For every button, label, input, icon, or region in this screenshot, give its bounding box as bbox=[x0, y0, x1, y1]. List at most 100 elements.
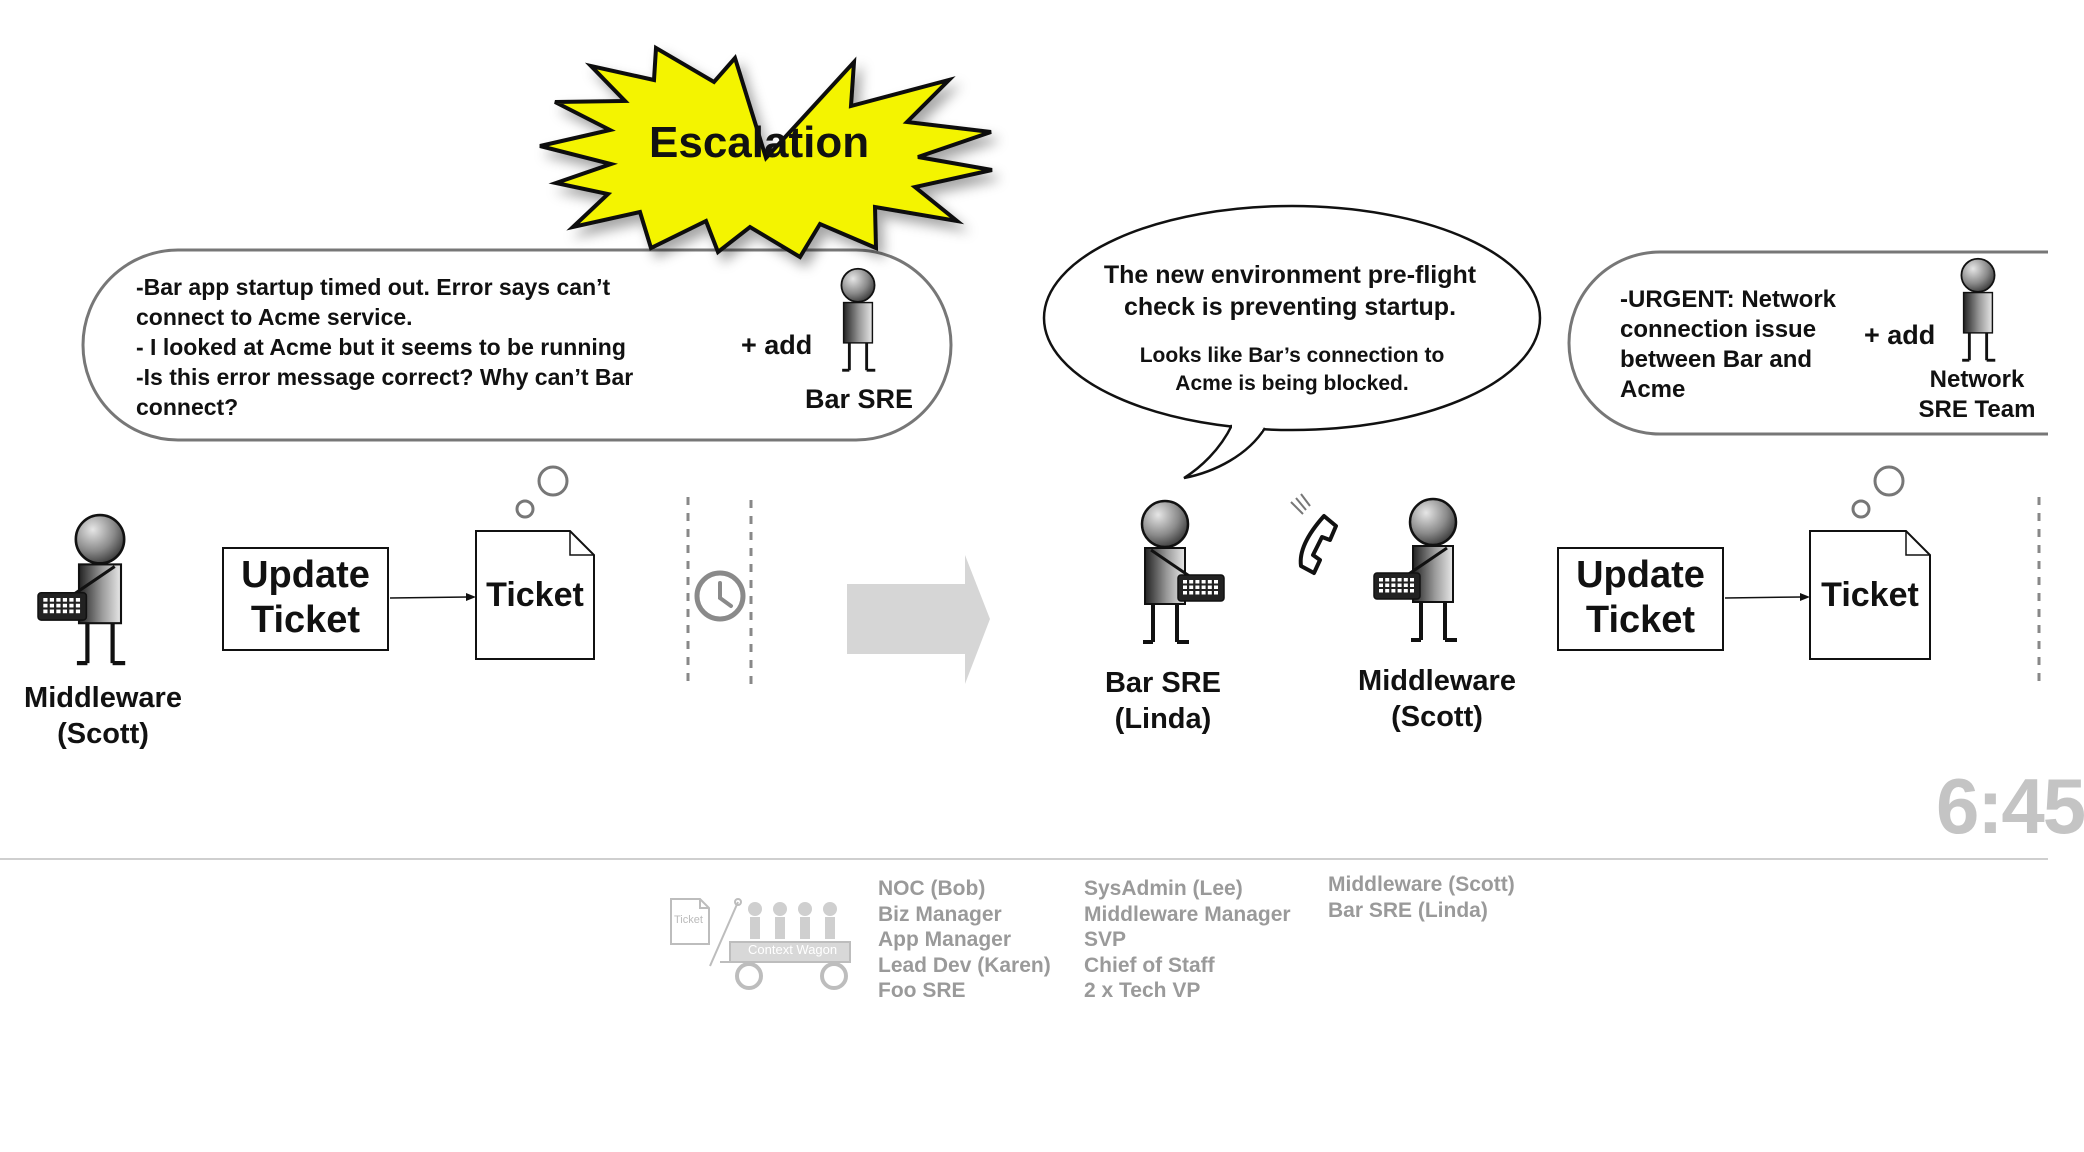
laptop-key bbox=[1403, 583, 1408, 587]
laptop-key bbox=[49, 603, 55, 608]
right-bubble-text: -URGENT: Network connection issue betwee… bbox=[1620, 285, 1836, 405]
head bbox=[1408, 497, 1458, 547]
laptop-key bbox=[1379, 583, 1383, 587]
person-figure-network-sre bbox=[1960, 257, 1996, 362]
laptop-key bbox=[1207, 580, 1212, 584]
bubble-line: Acme bbox=[1620, 376, 1686, 403]
laptop-key bbox=[56, 598, 61, 602]
laptop-key bbox=[1410, 578, 1414, 582]
team-line: SRE Team bbox=[1918, 396, 2036, 423]
laptop-key bbox=[1391, 583, 1396, 587]
laptop-key bbox=[1397, 583, 1402, 587]
roster-entry: Biz Manager bbox=[878, 902, 1002, 926]
flow-arrow bbox=[1724, 596, 1803, 599]
laptop-key bbox=[69, 609, 74, 614]
update-ticket-label: Update Ticket bbox=[1558, 553, 1723, 643]
laptop-key bbox=[62, 598, 68, 602]
laptop-key bbox=[1189, 591, 1194, 595]
update-ticket-box bbox=[1557, 547, 1724, 651]
laptop-key bbox=[75, 598, 81, 602]
added-person-label: Bar SRE bbox=[804, 384, 914, 414]
person-line: Bar SRE bbox=[1104, 667, 1222, 699]
roster-entry: 2 x Tech VP bbox=[1084, 979, 1201, 1002]
bubble-line: -Bar app startup timed out. Error says c… bbox=[136, 274, 611, 300]
head bbox=[1960, 257, 1996, 293]
thought-circle-large bbox=[537, 465, 569, 497]
laptop-key bbox=[1195, 591, 1200, 595]
ticket-document bbox=[475, 530, 595, 660]
laptop-key bbox=[62, 609, 68, 614]
roster-column-2: SysAdmin (Lee) Middleware Manager SVP Ch… bbox=[1084, 876, 1291, 1004]
roster-column-3: Middleware (Scott) Bar SRE (Linda) bbox=[1328, 872, 1515, 923]
roster-column-1: NOC (Bob) Biz Manager App Manager Lead D… bbox=[878, 876, 1051, 1004]
laptop-key bbox=[1214, 585, 1218, 589]
laptop-key bbox=[1403, 589, 1408, 593]
escalation-label: Escalation bbox=[649, 118, 870, 167]
bubble-line: -URGENT: Network bbox=[1620, 286, 1837, 313]
speech-headline: The new environment pre-flight check is … bbox=[1104, 259, 1476, 323]
bubble-line: connection issue bbox=[1620, 316, 1817, 343]
laptop-key bbox=[1189, 585, 1194, 589]
speech-bubble-tail bbox=[1183, 424, 1267, 480]
phone-icon bbox=[1290, 493, 1338, 575]
bubble-line: connect? bbox=[136, 394, 239, 420]
roster-entry: App Manager bbox=[878, 928, 1012, 951]
person-figure-middleware-scott bbox=[37, 513, 126, 666]
laptop-key bbox=[56, 603, 61, 608]
roster-entry: Bar SRE (Linda) bbox=[1328, 898, 1488, 922]
laptop-key bbox=[1189, 580, 1194, 584]
laptop-key bbox=[1410, 589, 1414, 593]
bubble-line: connect to Acme service. bbox=[136, 304, 413, 330]
add-label: + add bbox=[741, 330, 813, 360]
box-line: Update bbox=[1576, 554, 1705, 596]
update-ticket-label: Update Ticket bbox=[223, 553, 388, 643]
laptop-key bbox=[1379, 578, 1383, 582]
roster-entry: NOC (Bob) bbox=[878, 877, 986, 900]
laptop-key bbox=[1214, 591, 1218, 595]
thought-circle-small bbox=[1851, 499, 1871, 519]
laptop-key bbox=[1397, 589, 1402, 593]
person-line: (Scott) bbox=[57, 718, 149, 750]
flow-arrow bbox=[389, 596, 469, 599]
speech-bubble-shape bbox=[1042, 204, 1542, 432]
team-line: Network bbox=[1929, 366, 2025, 393]
laptop-key bbox=[1201, 591, 1206, 595]
laptop-key bbox=[1391, 578, 1396, 582]
speech-line: The new environment pre-flight bbox=[1103, 261, 1477, 289]
roster-entry: Chief of Staff bbox=[1084, 953, 1215, 977]
left-thought-bubble bbox=[81, 248, 953, 442]
update-ticket-box bbox=[222, 547, 389, 651]
speech-line: Acme is being blocked. bbox=[1175, 372, 1409, 395]
laptop-key bbox=[1183, 591, 1187, 595]
laptop-key bbox=[1410, 583, 1414, 587]
laptop-key bbox=[1385, 578, 1390, 582]
laptop-key bbox=[1397, 578, 1402, 582]
laptop-key bbox=[1214, 580, 1218, 584]
laptop-key bbox=[69, 598, 74, 602]
speech-line: check is preventing startup. bbox=[1123, 293, 1457, 321]
roster-entry: SVP bbox=[1084, 928, 1127, 951]
person-label: Middleware (Scott) bbox=[24, 680, 182, 752]
laptop-key bbox=[1391, 589, 1396, 593]
thought-circle-small bbox=[515, 499, 535, 519]
box-line: Ticket bbox=[250, 599, 361, 641]
laptop-key bbox=[1183, 585, 1187, 589]
roster-entry: Foo SRE bbox=[878, 979, 966, 1002]
escalation-starburst bbox=[539, 44, 993, 260]
box-line: Ticket bbox=[1585, 599, 1696, 641]
person-line: Middleware bbox=[1358, 665, 1516, 697]
laptop-key bbox=[49, 598, 55, 602]
person-figure-middleware-scott bbox=[1373, 497, 1458, 642]
laptop-key bbox=[43, 598, 48, 602]
roster-entry: SysAdmin (Lee) bbox=[1084, 877, 1243, 900]
laptop-key bbox=[1385, 583, 1390, 587]
laptop-key bbox=[1195, 580, 1200, 584]
laptop-key bbox=[1201, 585, 1206, 589]
box-line: Update bbox=[241, 554, 370, 596]
laptop-key bbox=[43, 609, 48, 614]
ticket-label: Ticket bbox=[1821, 576, 1919, 614]
head bbox=[840, 267, 876, 303]
bubble-line: between Bar and bbox=[1620, 346, 1813, 373]
context-wagon-icon bbox=[670, 898, 851, 990]
